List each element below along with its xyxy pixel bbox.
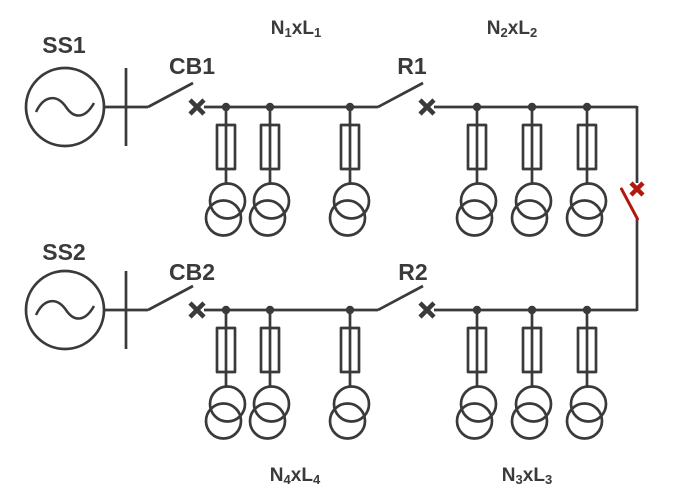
transformer-tap [510,304,553,440]
recloser-r1-switch [378,83,434,114]
section-label-n3xl3: N3xL3 [502,465,552,487]
breaker-cb2-switch [148,286,204,317]
tie-switch-blade [620,187,639,221]
section-label-n4xl4: N4xL4 [270,465,321,487]
section-label-n1xl1: N1xL1 [271,18,321,40]
substation-ss2-label: SS2 [42,239,85,265]
feeder-ss2: SS2 CB2 R2 [24,219,639,440]
tie-open-point-x-icon [629,181,645,197]
transformer-tap [455,101,498,237]
transformer-tap [248,304,291,440]
breaker-cb1-switch [148,83,204,114]
transformer-tap [204,304,247,440]
feeder-ss1: SS1 CB1 R1 [24,32,639,237]
recloser-r2-switch [378,286,434,317]
breaker-cb1-label: CB1 [169,53,215,79]
substation-ss1-label: SS1 [42,32,86,58]
ac-source-ss1 [24,66,106,148]
transformer-tap [328,101,371,237]
transformer-tap [328,304,371,440]
transformer-tap [510,101,553,237]
recloser-r2-label: R2 [398,259,427,285]
transformer-tap [455,304,498,440]
tie-switch-open [620,181,645,221]
ac-source-ss2 [24,269,106,351]
breaker-cb2-label: CB2 [169,259,215,285]
section-label-n2xl2: N2xL2 [487,18,537,40]
recloser-r1-label: R1 [397,53,427,79]
transformer-tap [565,304,608,440]
transformer-tap [565,101,608,237]
transformer-tap [204,101,247,237]
transformer-tap [248,101,291,237]
